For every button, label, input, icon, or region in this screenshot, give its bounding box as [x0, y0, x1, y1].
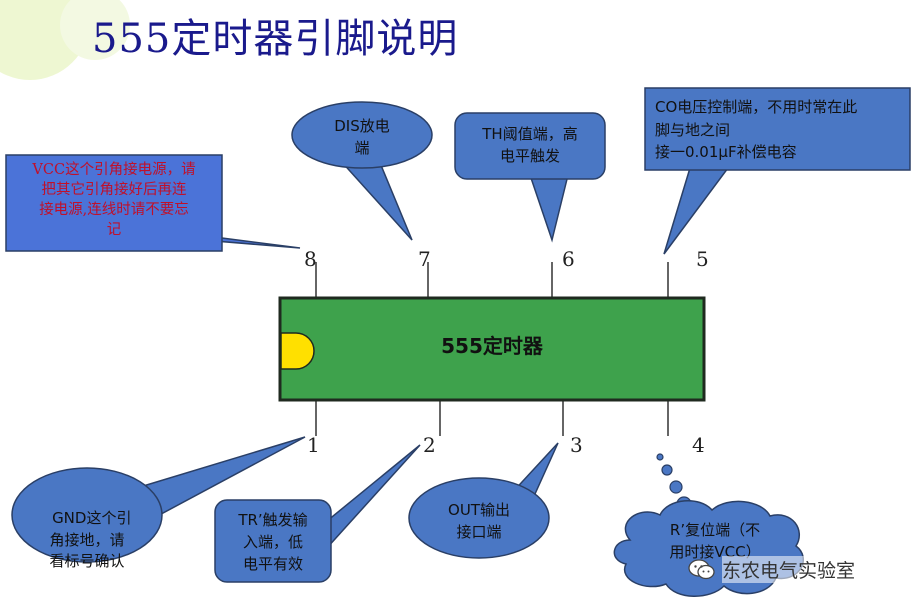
co-callout-pointer	[663, 167, 730, 255]
chip-notch	[280, 332, 315, 370]
reset-callout-text: R’复位端（不 用时接VCC）	[669, 521, 761, 561]
pin-label-2: 2	[423, 433, 436, 457]
vcc-callout-box	[5, 154, 223, 252]
out-callout-text: OUT输出 接口端	[448, 501, 510, 541]
bottom-pin-leads	[315, 400, 669, 436]
dis-callout-text: DIS放电 端	[334, 117, 390, 157]
dis-callout-bubble	[291, 101, 433, 169]
pin-label-8: 8	[304, 247, 317, 271]
gnd-callout-text-body: 这个引 角接地，请 看标号确认	[49, 508, 132, 571]
pin-label-4: 4	[692, 433, 705, 457]
pin-label-5: 5	[696, 247, 709, 271]
dis-callout-pointer	[338, 157, 413, 241]
gnd-callout-text: GND这个引 角接地，请 看标号确认	[24, 486, 150, 573]
pin-label-7: 7	[418, 247, 431, 271]
tr-callout-box	[214, 499, 332, 583]
out-callout-bubble	[408, 477, 550, 559]
pin-label-1: 1	[307, 433, 320, 457]
chip-body	[278, 296, 706, 402]
vcc-callout-text: VCC这个引角接电源，请 把其它引角接好后再连 接电源,连线时请不要忘 记	[32, 162, 196, 238]
decor-circle-small	[60, 0, 130, 60]
wechat-icon	[688, 558, 715, 579]
chip-label: 555定时器	[441, 334, 543, 358]
pin-label-3: 3	[570, 433, 583, 457]
pin-label-6: 6	[562, 247, 575, 271]
gnd-callout-bubble	[11, 467, 163, 563]
watermark: 东农电气实验室	[688, 556, 856, 583]
gnd-callout-text-prefix: GND	[52, 508, 87, 527]
watermark-text: 东农电气实验室	[722, 556, 856, 583]
co-callout-text: CO电压控制端，不用时常在此 脚与地之间 接一0.01μF补偿电容	[655, 98, 858, 161]
th-callout-pointer	[528, 174, 569, 243]
co-callout-box	[644, 87, 911, 171]
th-callout-text: TH阈值端，高 电平触发	[482, 125, 578, 165]
tr-callout-text: TR’触发输 入端，低 电平有效	[238, 511, 308, 573]
th-callout-box	[454, 112, 606, 180]
page-title: 555定时器引脚说明	[92, 16, 459, 62]
top-pin-leads	[315, 262, 669, 298]
